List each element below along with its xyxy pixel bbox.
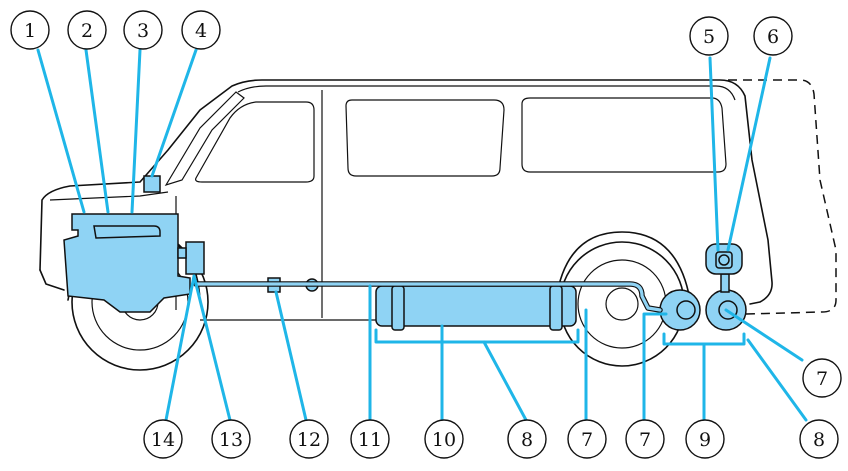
- svg-text:7: 7: [581, 429, 593, 451]
- windshield: [164, 91, 245, 187]
- callout-9: 9: [685, 419, 725, 459]
- fuel-line: [193, 281, 663, 313]
- callout-3: 3: [123, 10, 163, 50]
- callout-7-left: 7: [567, 419, 607, 459]
- svg-text:11: 11: [358, 429, 382, 451]
- fuel-filter: [185, 241, 205, 275]
- main-tank: [375, 285, 577, 327]
- callout-11: 11: [350, 419, 390, 459]
- svg-text:10: 10: [432, 429, 456, 451]
- svg-text:4: 4: [195, 20, 207, 42]
- callout-2: 2: [67, 10, 107, 50]
- callout-7-right: 7: [802, 358, 842, 398]
- engine-intake: [93, 225, 161, 239]
- leader-lines: [36, 48, 808, 422]
- callout-8-right: 8: [799, 419, 839, 459]
- valve-unit-stem: [720, 273, 730, 293]
- fuel-filter-neck: [177, 247, 187, 259]
- svg-text:2: 2: [81, 20, 93, 42]
- main-tank-strap-rear: [549, 285, 563, 331]
- callout-8-left: 8: [507, 419, 547, 459]
- svg-text:9: 9: [699, 429, 711, 451]
- svg-text:14: 14: [151, 429, 175, 451]
- van-body-outline: [39, 79, 773, 305]
- svg-text:3: 3: [137, 20, 149, 42]
- rear-cylinder-left-end: [676, 300, 696, 320]
- svg-text:12: 12: [297, 429, 321, 451]
- svg-text:1: 1: [24, 20, 36, 42]
- callout-14: 14: [143, 419, 183, 459]
- callout-7-middle: 7: [625, 419, 665, 459]
- svg-text:7: 7: [639, 429, 651, 451]
- main-tank-strap-front: [391, 285, 405, 331]
- callout-6: 6: [753, 16, 793, 56]
- svg-text:5: 5: [703, 26, 715, 48]
- callout-5: 5: [689, 16, 729, 56]
- components: [63, 175, 747, 331]
- middle-window: [345, 99, 505, 177]
- callout-12: 12: [289, 419, 329, 459]
- svg-text:8: 8: [521, 429, 533, 451]
- hood-line: [49, 191, 169, 201]
- front-bumper: [39, 269, 65, 291]
- control-unit: [143, 175, 161, 193]
- svg-text:8: 8: [813, 429, 825, 451]
- callout-4: 4: [181, 10, 221, 50]
- van-body-inner-roof: [237, 85, 736, 101]
- svg-text:6: 6: [767, 26, 779, 48]
- rear-wheel-arch: [555, 231, 691, 301]
- svg-text:7: 7: [816, 368, 828, 390]
- rear-window: [521, 97, 727, 173]
- valve-unit-knob: [718, 254, 730, 266]
- svg-text:13: 13: [219, 429, 243, 451]
- rear-extension-dashed: [728, 79, 837, 315]
- callout-10: 10: [424, 419, 464, 459]
- callout-13: 13: [211, 419, 251, 459]
- front-door-window: [195, 101, 315, 183]
- callout-1: 1: [10, 10, 50, 50]
- callout-labels: 1 2 3 4 5 6 7 8: [10, 10, 842, 459]
